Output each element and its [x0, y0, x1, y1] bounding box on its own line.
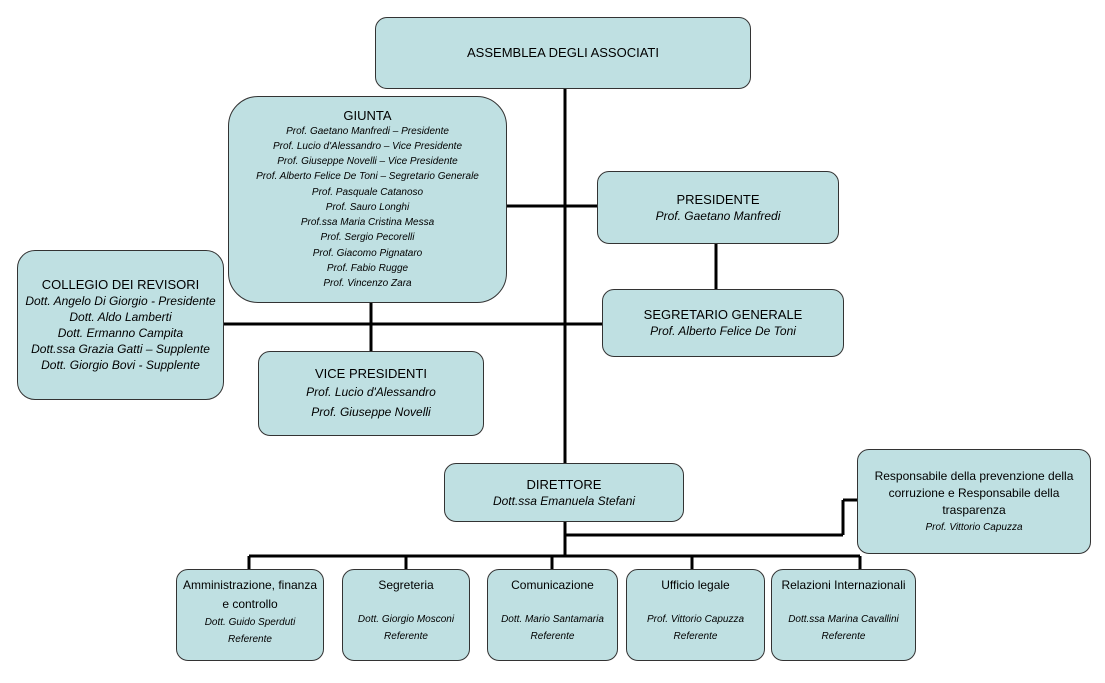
office-box-comunicazione: Comunicazione Dott. Mario Santamaria Ref…: [487, 569, 618, 661]
presidente-name: Prof. Gaetano Manfredi: [655, 208, 781, 223]
office-referent-role: Referente: [384, 631, 428, 642]
collegio-title: COLLEGIO DEI REVISORI: [41, 277, 200, 292]
giunta-title: GIUNTA: [343, 107, 392, 123]
office-title: Amministrazione, finanza: [182, 578, 318, 592]
giunta-member: Prof. Sergio Pecorelli: [320, 232, 415, 244]
office-referent-name: Dott. Giorgio Mosconi: [357, 614, 455, 625]
vice-title: VICE PRESIDENTI: [315, 365, 427, 381]
giunta-member: Prof. Giacomo Pignataro: [312, 247, 423, 259]
direttore-box: DIRETTORE Dott.ssa Emanuela Stefani: [444, 463, 684, 522]
giunta-member: Prof. Fabio Rugge: [326, 262, 409, 274]
giunta-box: GIUNTA Prof. Gaetano Manfredi – Presiden…: [228, 96, 507, 303]
presidente-box: PRESIDENTE Prof. Gaetano Manfredi: [597, 171, 839, 244]
segretario-name: Prof. Alberto Felice De Toni: [650, 324, 796, 338]
giunta-member: Prof. Gaetano Manfredi – Presidente: [286, 125, 449, 137]
office-box-relazioni-internazionali: Relazioni Internazionali Dott.ssa Marina…: [771, 569, 916, 661]
responsabile-title-line: Responsabile della prevenzione della: [874, 468, 1074, 483]
giunta-member: Prof. Alberto Felice De Toni – Segretari…: [256, 171, 479, 183]
office-referent-name: Prof. Vittorio Capuzza: [646, 614, 745, 625]
giunta-member: Prof.ssa Maria Cristina Messa: [300, 217, 435, 229]
collegio-member: Dott. Giorgio Bovi - Supplente: [41, 358, 200, 372]
giunta-member: Prof. Pasquale Catanoso: [311, 186, 424, 198]
presidente-title: PRESIDENTE: [676, 191, 760, 207]
office-title: Ufficio legale: [661, 578, 730, 592]
responsabile-title-line: corruzione e Responsabile della: [888, 485, 1060, 500]
office-referent-name: Dott. Mario Santamaria: [501, 614, 604, 625]
office-referent-role: Referente: [228, 634, 272, 645]
direttore-name: Dott.ssa Emanuela Stefani: [492, 493, 636, 508]
office-title: e controllo: [222, 597, 278, 611]
segretario-title: SEGRETARIO GENERALE: [643, 307, 803, 322]
office-referent-role: Referente: [673, 631, 718, 642]
direttore-title: DIRETTORE: [526, 476, 602, 492]
segretario-box: SEGRETARIO GENERALE Prof. Alberto Felice…: [602, 289, 844, 357]
collegio-box: COLLEGIO DEI REVISORI Dott. Angelo Di Gi…: [17, 250, 224, 400]
vice-presidenti-box: VICE PRESIDENTI Prof. Lucio d'Alessandro…: [258, 351, 484, 436]
office-referent-name: Dott. Guido Sperduti: [204, 617, 296, 628]
vice-member: Prof. Giuseppe Novelli: [311, 404, 431, 419]
office-title: Relazioni Internazionali: [781, 578, 906, 592]
responsabile-box: Responsabile della prevenzione della cor…: [857, 449, 1091, 554]
office-title: Segreteria: [378, 578, 434, 592]
giunta-member: Prof. Sauro Longhi: [325, 201, 410, 213]
collegio-member: Dott. Ermanno Campita: [57, 326, 184, 340]
office-referent-role: Referente: [530, 631, 575, 642]
vice-member: Prof. Lucio d'Alessandro: [306, 384, 436, 399]
assemblea-title: ASSEMBLEA DEGLI ASSOCIATI: [467, 45, 659, 60]
responsabile-name: Prof. Vittorio Capuzza: [925, 521, 1023, 533]
collegio-member: Dott. Aldo Lamberti: [69, 310, 172, 324]
responsabile-title-line: trasparenza: [942, 502, 1006, 517]
office-title: Comunicazione: [511, 578, 594, 592]
collegio-member: Dott.ssa Grazia Gatti – Supplente: [31, 342, 210, 356]
office-box-segreteria: Segreteria Dott. Giorgio Mosconi Referen…: [342, 569, 470, 661]
office-box-ufficio-legale: Ufficio legale Prof. Vittorio Capuzza Re…: [626, 569, 765, 661]
office-box-amministrazione: Amministrazione, finanza e controllo Dot…: [176, 569, 324, 661]
giunta-member: Prof. Lucio d'Alessandro – Vice Presiden…: [272, 141, 463, 153]
giunta-member: Prof. Vincenzo Zara: [323, 277, 412, 289]
giunta-member: Prof. Giuseppe Novelli – Vice Presidente: [277, 156, 458, 168]
office-referent-name: Dott.ssa Marina Cavallini: [788, 614, 899, 625]
office-referent-role: Referente: [821, 631, 866, 642]
assemblea-box: ASSEMBLEA DEGLI ASSOCIATI: [375, 17, 751, 89]
collegio-member: Dott. Angelo Di Giorgio - Presidente: [25, 294, 216, 308]
